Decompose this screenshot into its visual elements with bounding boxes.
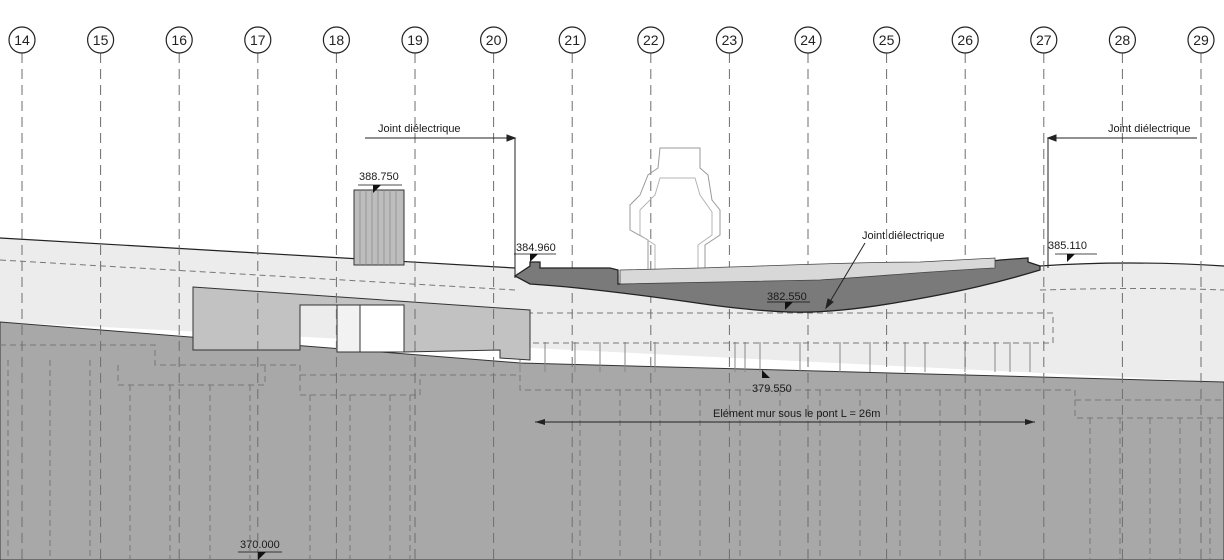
axis-label: 15 [93, 32, 109, 48]
axis-label: 20 [486, 32, 502, 48]
axis-label: 14 [14, 32, 30, 48]
axis-bubble-15: 15 [86, 26, 115, 54]
joint-label-center: Joint diélectrique [862, 230, 945, 242]
wall-element-dimension [535, 419, 1035, 425]
train-outline [629, 147, 721, 270]
elevation-markers [238, 184, 1097, 560]
axis-bubble-24: 24 [794, 26, 822, 54]
axis-bubble-20: 20 [480, 26, 508, 54]
axis-bubble-17: 17 [244, 26, 272, 54]
wall-element-label: Elément mur sous le pont L = 26m [713, 408, 880, 420]
axis-label: 26 [957, 32, 973, 48]
axis-label: 16 [171, 32, 187, 48]
axis-label: 22 [643, 32, 659, 48]
axis-label: 23 [722, 32, 738, 48]
foundation-outline [0, 344, 1224, 419]
axis-bubble-18: 18 [322, 26, 350, 54]
axis-bubble-14: 14 [8, 26, 36, 54]
axis-label: 21 [564, 32, 580, 48]
axis-bubble-21: 21 [558, 26, 586, 54]
bridge-pit-outline [496, 312, 1054, 344]
axis-bubble-23: 23 [715, 26, 744, 54]
joint-label-right: Joint diélectrique [1108, 123, 1191, 135]
elevation-370000: 370.000 [240, 539, 280, 551]
elevation-379550: 379.550 [752, 383, 792, 395]
building-block [353, 189, 405, 266]
axis-bubbles: 14 15 16 17 18 19 20 21 22 23 24 25 26 27 28 29 [8, 26, 1215, 54]
elevation-385110: 385.110 [1048, 240, 1087, 252]
axis-bubble-16: 16 [165, 26, 193, 54]
axis-bubble-25: 25 [872, 26, 901, 54]
underpass-structure [192, 286, 531, 361]
piles [7, 360, 1211, 560]
existing-terrain-dashed [0, 259, 1224, 291]
axis-bubble-19: 19 [401, 26, 429, 54]
bridge-deck [513, 257, 1041, 313]
axis-bubble-28: 28 [1108, 26, 1137, 54]
axis-label: 17 [250, 32, 266, 48]
axis-bubble-29: 29 [1187, 26, 1215, 54]
axis-bubble-27: 27 [1030, 26, 1058, 54]
axis-label: 29 [1193, 32, 1209, 48]
axis-label: 28 [1115, 32, 1131, 48]
axis-label: 18 [329, 32, 345, 48]
elevation-388750: 388.750 [359, 171, 399, 183]
axis-label: 25 [879, 32, 895, 48]
ground-cut [0, 321, 1224, 560]
axis-label: 24 [800, 32, 816, 48]
elevation-382550: 382.550 [767, 291, 807, 303]
axis-label: 19 [407, 32, 423, 48]
joint-leaders [365, 134, 1197, 310]
joint-label-left: Joint diélectrique [378, 123, 461, 135]
axis-label: 27 [1036, 32, 1052, 48]
elevation-384960: 384.960 [516, 242, 556, 254]
axis-bubble-22: 22 [637, 26, 665, 54]
axis-bubble-26: 26 [951, 26, 979, 54]
